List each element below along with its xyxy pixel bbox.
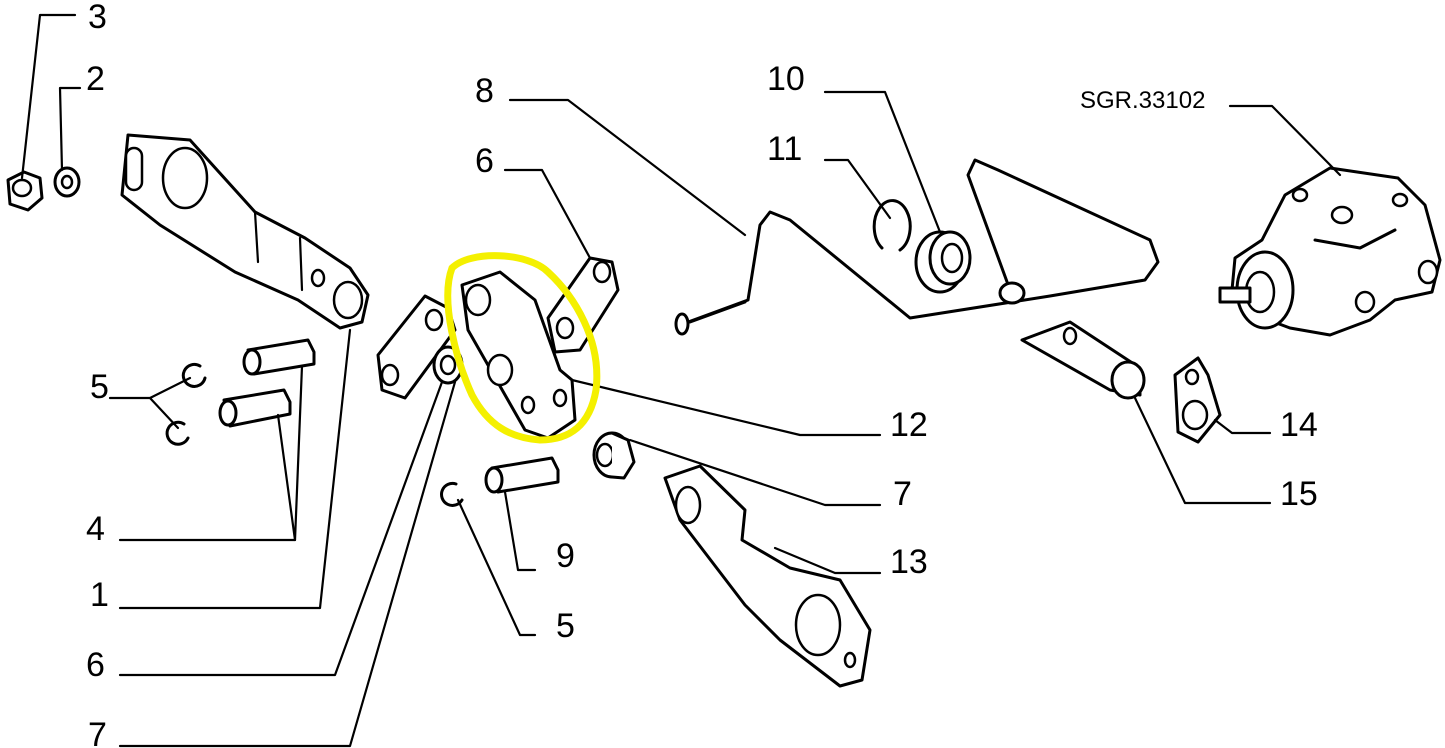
callout-11: 11 — [767, 130, 802, 168]
part-pin-upper — [242, 338, 316, 376]
part-shaft — [1020, 320, 1146, 400]
callout-1: 1 — [90, 576, 109, 614]
callout-5-left: 5 — [90, 368, 109, 406]
part-bracket-plate-upper — [120, 133, 370, 330]
callout-10: 10 — [767, 60, 805, 98]
part-shift-rod — [674, 158, 1160, 336]
part-shift-assembly — [1218, 166, 1442, 337]
callout-7-left: 7 — [88, 716, 107, 748]
part-snap-ring — [872, 199, 912, 252]
part-pin-center — [484, 456, 560, 494]
part-bracket-plate-lower — [663, 464, 872, 688]
callout-4: 4 — [86, 510, 105, 548]
part-pin-lower — [218, 388, 292, 428]
part-sleeve — [914, 230, 972, 294]
callout-7-center: 7 — [893, 475, 912, 513]
part-link-plate-left — [376, 294, 457, 400]
callout-13: 13 — [890, 543, 928, 581]
part-central-lever — [460, 270, 577, 440]
leader-lines — [20, 13, 1342, 748]
part-flange-plate — [1173, 356, 1222, 444]
part-circlip-center — [440, 481, 464, 507]
part-washer — [53, 166, 81, 198]
callout-6-center: 6 — [475, 142, 494, 180]
part-link-plate-right — [546, 256, 620, 354]
callout-9: 9 — [556, 537, 575, 575]
highlight-outline — [444, 252, 601, 444]
callout-6-left: 6 — [86, 646, 105, 684]
part-nut — [6, 170, 44, 212]
part-bushing-center — [592, 431, 636, 480]
callout-8: 8 — [475, 72, 494, 110]
callout-5-center: 5 — [556, 607, 575, 645]
callout-2: 2 — [86, 60, 105, 98]
callout-15: 15 — [1280, 475, 1318, 513]
callout-3: 3 — [88, 0, 107, 36]
callout-14: 14 — [1280, 406, 1318, 444]
part-circlip-lower — [165, 420, 190, 446]
callout-12: 12 — [890, 406, 928, 444]
part-circlip-upper — [181, 362, 207, 388]
assembly-reference-code: SGR.33102 — [1080, 87, 1205, 114]
